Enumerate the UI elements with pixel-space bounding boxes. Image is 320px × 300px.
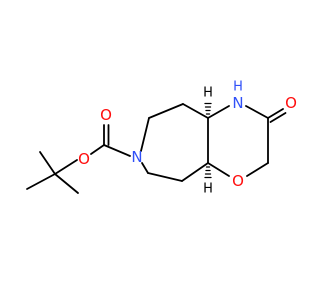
bond-carbonyl-to-nitrogen [103, 144, 131, 157]
bond-ring-c2-to-c3a [182, 103, 209, 119]
bond-ring-c8-to-c7 [147, 172, 183, 182]
bond-ch2-to-ether-o [246, 162, 269, 177]
atom-n-amide: N [232, 94, 243, 112]
molecule-canvas: N O O H N O O H H [26, 80, 297, 197]
atom-o-carbonyl-boc: O [100, 106, 112, 124]
bond-lactam-double-a [267, 108, 284, 119]
stereo-hash-top [204, 102, 212, 115]
structure-diagram: N O O H N O O H H [26, 79, 297, 197]
atom-n-boc: N [131, 148, 142, 166]
bond-ring-n-to-c1 [140, 117, 150, 152]
bond-tbu-methyl-1 [26, 173, 56, 190]
bond-tbu-methyl-3 [54, 173, 79, 194]
atom-h-stereo-top: H [203, 86, 213, 101]
bond-nh-to-c-lactam [245, 105, 269, 119]
bond-ring-c7-to-n [141, 162, 149, 174]
atom-o-carbamate: O [78, 150, 90, 168]
atom-h-stereo-bottom: H [203, 182, 213, 197]
bond-ether-o-to-c8a [207, 162, 230, 177]
atom-o-carbonyl-lactam: O [285, 94, 297, 112]
bond-ring-c8a-to-c8 [181, 162, 209, 182]
stereo-hash-bottom [204, 166, 212, 179]
bond-oxygen-to-carbonyl [90, 144, 105, 155]
bond-tbu-to-oxygen [54, 159, 78, 175]
bond-tbu-methyl-2 [39, 151, 56, 175]
bond-lactam-double-b [269, 112, 287, 123]
atom-o-ether: O [232, 172, 244, 190]
bond-c3a-to-nh [207, 105, 230, 119]
bond-ring-c1-to-c2 [148, 103, 184, 119]
atom-h-on-amide-n: H [233, 80, 243, 95]
